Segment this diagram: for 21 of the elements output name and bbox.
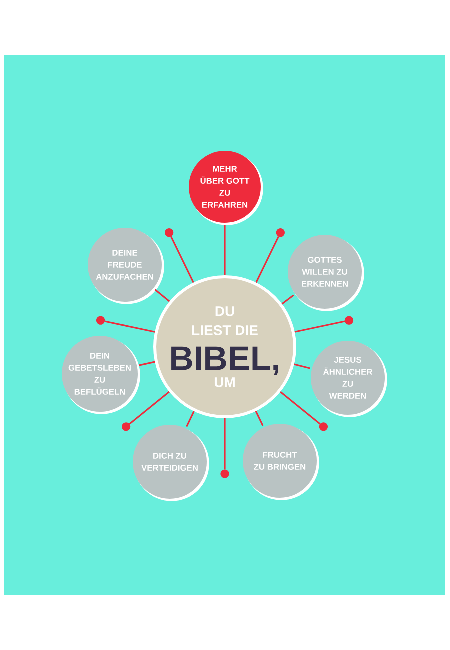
connector-line [129, 391, 170, 425]
connector-line [282, 294, 294, 305]
connector-line [138, 361, 156, 366]
end-dot [220, 470, 230, 478]
connector-line [255, 411, 264, 426]
connector-line [154, 289, 170, 302]
end-dot [96, 316, 106, 325]
end-dot [344, 316, 354, 325]
connector-line [104, 320, 156, 333]
connector-line [170, 236, 194, 284]
end-dot [165, 228, 174, 238]
connector-line [224, 418, 226, 470]
connector-line [186, 411, 195, 428]
connector-line [294, 320, 346, 333]
connector-line [294, 364, 310, 370]
end-dot [319, 422, 328, 432]
end-dot [122, 422, 131, 432]
end-dot [276, 228, 285, 238]
connector-line [280, 391, 321, 425]
connector-line [224, 225, 226, 276]
connector-line [256, 236, 280, 284]
